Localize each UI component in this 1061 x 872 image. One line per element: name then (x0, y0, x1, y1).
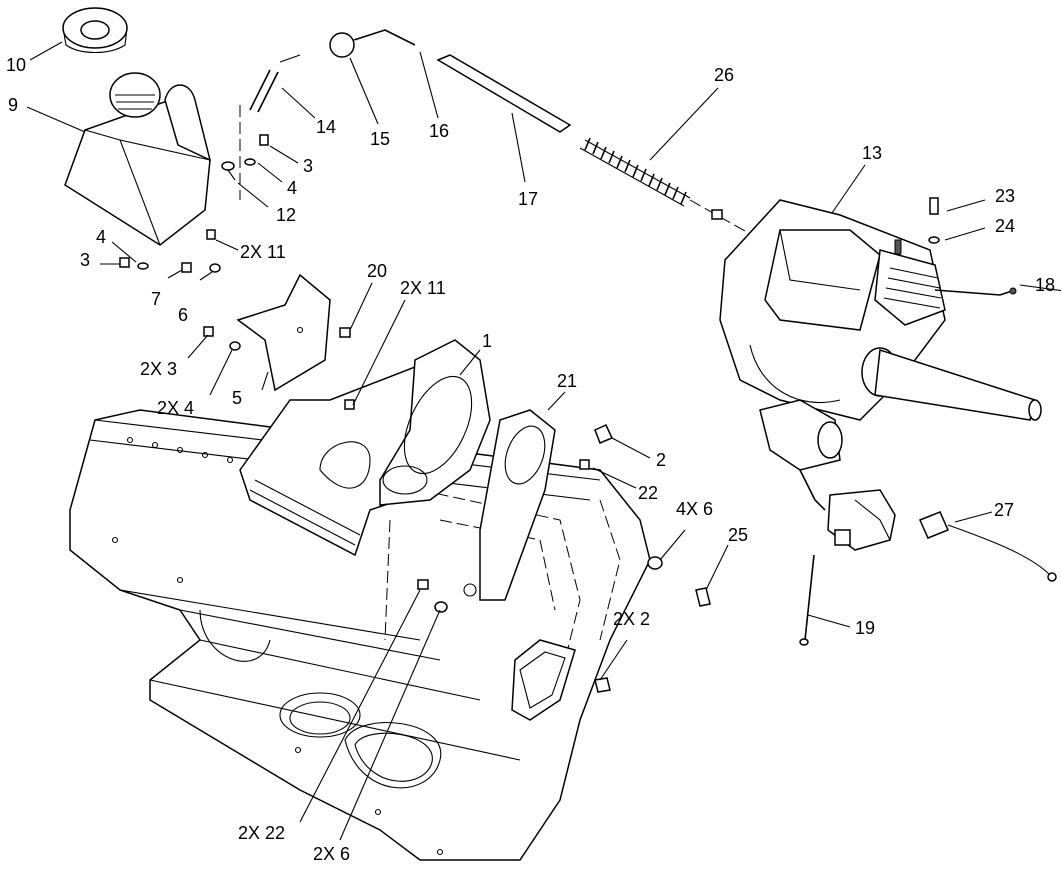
callout-labels: 10 9 14 15 16 17 26 13 23 24 18 3 4 12 4… (6, 55, 1055, 864)
hardware-fasteners (119, 134, 940, 693)
callout-2x11-upper: 2X 11 (240, 242, 286, 262)
callout-7: 7 (151, 289, 161, 309)
callout-1: 1 (482, 331, 492, 351)
callout-18: 18 (1035, 275, 1055, 295)
callout-17: 17 (518, 189, 538, 209)
callout-2x4: 2X 4 (157, 398, 194, 418)
callout-12: 12 (276, 205, 296, 225)
callout-10: 10 (6, 55, 26, 75)
fuel-line-assembly (239, 29, 771, 246)
callout-23: 23 (995, 186, 1015, 206)
callout-25: 25 (728, 525, 748, 545)
callout-4-lower: 4 (96, 227, 106, 247)
callout-21: 21 (557, 371, 577, 391)
electric-starter-box (799, 469, 1057, 646)
fuel-tank (64, 72, 212, 246)
fuel-cap (62, 7, 128, 53)
callout-2: 2 (656, 450, 666, 470)
frame-holes (111, 436, 444, 856)
callout-15: 15 (370, 129, 390, 149)
callout-14: 14 (316, 117, 336, 137)
callout-26: 26 (714, 65, 734, 85)
callout-2x2: 2X 2 (613, 609, 650, 629)
engine-mount-plate (239, 339, 491, 557)
callout-3-lower: 3 (80, 250, 90, 270)
tank-bracket (236, 273, 331, 392)
callout-5: 5 (232, 388, 242, 408)
callout-16: 16 (429, 121, 449, 141)
engine (719, 199, 1042, 471)
callout-4-upper: 4 (287, 178, 297, 198)
callout-4x6: 4X 6 (676, 499, 713, 519)
callout-2x11-lower: 2X 11 (400, 278, 446, 298)
callout-2x3: 2X 3 (140, 359, 177, 379)
leader-lines (26, 41, 1061, 841)
callout-19: 19 (855, 618, 875, 638)
callout-24: 24 (995, 216, 1015, 236)
callout-13: 13 (862, 143, 882, 163)
callout-27: 27 (994, 500, 1014, 520)
callout-3-upper: 3 (303, 156, 313, 176)
callout-6-upper: 6 (178, 305, 188, 325)
callout-20: 20 (367, 261, 387, 281)
callout-2x6: 2X 6 (313, 844, 350, 864)
fuel-line-spring (579, 137, 691, 207)
engine-bracket (463, 409, 556, 601)
callout-2x22: 2X 22 (238, 823, 285, 843)
callout-9: 9 (8, 95, 18, 115)
callout-22: 22 (638, 483, 658, 503)
